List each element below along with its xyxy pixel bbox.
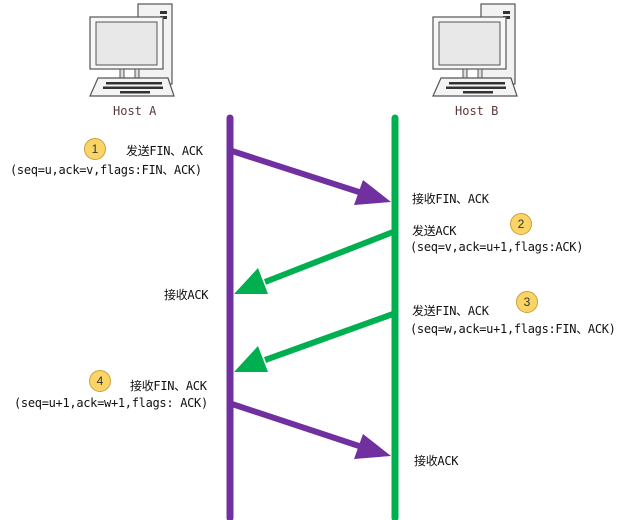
step-1-receive-label: 接收FIN、ACK — [412, 192, 489, 206]
step-4-params: (seq=u+1,ack=w+1,flags: ACK) — [14, 396, 208, 410]
step-4-badge: 4 — [89, 370, 111, 392]
host-b-computer-icon — [432, 3, 518, 97]
step-3-params: (seq=w,ack=u+1,flags:FIN、ACK) — [410, 322, 616, 336]
step-2-receive-label: 接收ACK — [164, 288, 209, 302]
step-3-badge: 3 — [516, 291, 538, 313]
step-2-badge: 2 — [510, 213, 532, 235]
step-2-action: 发送ACK — [412, 224, 457, 238]
step-4-action: 接收FIN、ACK — [130, 379, 207, 393]
step-2-params: (seq=v,ack=u+1,flags:ACK) — [410, 240, 584, 254]
host-a-computer-icon — [89, 3, 175, 97]
host-b-label: Host B — [455, 104, 499, 118]
step-1-badge: 1 — [84, 138, 106, 160]
step-4-receive-label: 接收ACK — [414, 454, 459, 468]
arrow-step-4 — [231, 401, 391, 459]
step-1-params: (seq=u,ack=v,flags:FIN、ACK) — [10, 163, 202, 177]
host-a-label: Host A — [113, 104, 157, 118]
arrow-step-1 — [231, 148, 391, 205]
step-1-action: 发送FIN、ACK — [126, 144, 203, 158]
step-3-action: 发送FIN、ACK — [412, 304, 489, 318]
arrow-step-2 — [234, 229, 395, 294]
arrow-step-3 — [234, 311, 395, 372]
